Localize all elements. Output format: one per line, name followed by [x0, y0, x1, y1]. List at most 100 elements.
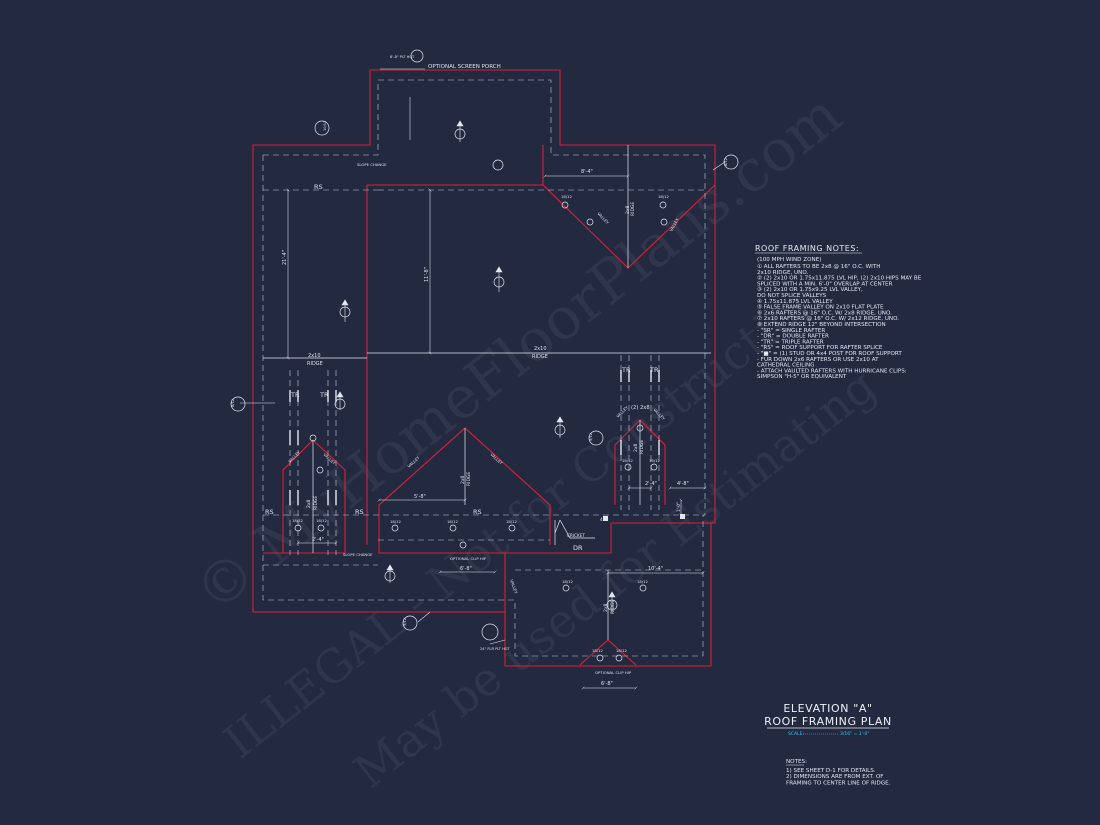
porch-label: OPTIONAL SCREEN PORCH	[428, 64, 501, 70]
callout-circle	[562, 584, 570, 592]
label-rs: RS	[314, 183, 323, 191]
pitch-tag: 18/12	[390, 519, 402, 524]
label-valley: VALLEY	[489, 452, 504, 466]
note-line: CATHEDRAL CEILING	[757, 363, 815, 369]
callout-circle	[596, 654, 604, 662]
pitch-tag: 18/12	[616, 648, 628, 653]
label-2x8: 2x8	[306, 499, 312, 508]
dimension-1-0: 1'-0"	[676, 502, 681, 512]
callout-circle	[615, 654, 623, 662]
ridge-line	[559, 519, 595, 539]
note-line: ④ 1.75x11.875 LVL VALLEY	[757, 298, 833, 305]
notes-title: NOTES:	[786, 759, 807, 765]
dimension-lines	[240, 68, 726, 688]
dimension-11-8: 11'-8"	[424, 267, 430, 282]
post-marker	[680, 514, 685, 519]
note-line: SPLICED WITH A MIN. 6'-0" OVERLAP AT CEN…	[757, 281, 893, 287]
slope-arrow	[495, 266, 503, 273]
scale-label: SCALE:	[788, 731, 804, 737]
callout-circle	[639, 584, 647, 592]
pitch-tag: 18/12	[658, 194, 670, 199]
pitch-tag: 8/12	[724, 158, 728, 166]
note-line: ⑤ FALSE FRAME VALLEY ON 2x10 FLAT PLATE	[757, 304, 884, 311]
note-line: DO NOT SPLICE VALLEYS	[757, 293, 827, 299]
note-line: ⑦ 2x10 RAFTERS @ 16" O.C. W/ 2x12 RIDGE,…	[757, 315, 899, 322]
cricket-label: CRICKET	[567, 533, 585, 538]
post-marker	[603, 516, 608, 521]
note-line: FRAMING TO CENTER LINE OF RIDGE.	[786, 780, 891, 786]
note-line: ③ (2) 2x10 OR 1.75x9.25 LVL VALLEY,	[757, 286, 863, 293]
slope-arrow	[556, 416, 564, 423]
dimension-4-8: 4'-8"	[677, 481, 689, 487]
general-notes: NOTES: 1) SEE SHEET D-1 FOR DETAILS.2) D…	[786, 759, 891, 786]
label-2x10: 2x10	[534, 346, 547, 352]
callout-circle	[402, 615, 418, 631]
callout-circle	[481, 623, 499, 641]
note-line: 2x10 RIDGE, UNO.	[757, 270, 808, 276]
label-valley: VALLEY	[287, 449, 301, 463]
note-line: - "TR" = TRIPLE RAFTER	[757, 339, 824, 345]
callout-circle	[492, 159, 504, 171]
slope-arrow	[386, 564, 394, 571]
callout-circle	[650, 463, 658, 471]
label-ridge: RIDGE	[313, 496, 319, 510]
dimension-21-4: 21'-4"	[282, 250, 288, 265]
roof-notes-subtitle: (100 MPH WIND ZONE)	[757, 257, 821, 263]
callout-circle	[410, 49, 424, 63]
label-ridge: RIDGE	[466, 472, 472, 486]
note-line: ① ALL RAFTERS TO BE 2x8 @ 16" O.C. WITH	[757, 263, 880, 270]
note-line: - "RS" = ROOF SUPPORT FOR RAFTER SPLICE	[757, 345, 883, 351]
red-notch-left	[378, 545, 506, 612]
note-line: - FUR DOWN 2x6 RAFTERS OR USE 2x10 AT	[757, 357, 879, 363]
title-block: ELEVATION "A" ROOF FRAMING PLAN SCALE: 3…	[764, 702, 892, 737]
optional-clip-hip-label: OPTIONAL CLIP HIP	[595, 670, 632, 675]
pitch-tag: 18/12	[506, 519, 518, 524]
optional-clip-hip-label: OPTIONAL CLIP HIP	[450, 556, 487, 561]
dimension-line	[417, 611, 431, 623]
pitch-tag: 18/12	[447, 519, 459, 524]
callout-circle	[561, 201, 569, 209]
label-ridge: RIDGE	[630, 202, 636, 216]
label-2x8: 2x8	[625, 205, 631, 214]
label-ridge: RIDGE	[610, 600, 616, 614]
label-tr: TR	[649, 366, 659, 374]
label-valley: VALLEY	[668, 217, 680, 233]
plate-height-label: 8'-8" PLT HGT	[390, 55, 415, 59]
label-valley: VALLEY	[509, 579, 519, 595]
roof-support-posts	[603, 514, 685, 521]
label-2x8: 2x8	[603, 603, 609, 612]
callout-circle	[317, 524, 325, 532]
callout-circle	[659, 201, 667, 209]
slope-arrow	[341, 299, 349, 306]
slope-change-label: SLOPE CHANGE	[357, 162, 387, 167]
pitch-tag: 18/12	[562, 579, 574, 584]
note-line: - "SR" = SINGLE RAFTER	[757, 328, 825, 334]
dimension-2-4-left: 2'-4"	[312, 537, 324, 543]
note-line: - ATTACH VAULTED RAFTERS WITH HURRICANE …	[757, 368, 907, 374]
general-notes-list: 1) SEE SHEET D-1 FOR DETAILS.2) DIMENSIO…	[786, 768, 891, 786]
callout-circle	[660, 218, 668, 226]
red-clip-hip	[579, 639, 637, 666]
callout-circle	[636, 424, 644, 432]
pitch-tag: 18/12	[622, 458, 634, 463]
rafter-hatches	[289, 370, 660, 505]
label-tr: TR	[290, 391, 300, 399]
note-line: - "■" = (1) STUD OR 4x4 POST FOR ROOF SU…	[757, 351, 902, 357]
callout-circle	[454, 128, 466, 140]
label-rs: RS	[473, 508, 482, 516]
label-dr: DR	[573, 544, 583, 552]
callout-circle	[449, 524, 457, 532]
pitch-tag: 18/12	[561, 194, 573, 199]
callout-circle	[606, 599, 618, 611]
title-line-2: ROOF FRAMING PLAN	[764, 715, 892, 728]
callout-circle	[459, 541, 467, 549]
pitch-tag: 18/12	[637, 579, 649, 584]
callout-circle	[230, 396, 246, 412]
label-rs: RS	[355, 508, 364, 516]
red-porch-base	[367, 145, 544, 186]
callout-circle	[586, 218, 594, 226]
dimension-5-8: 5'-8"	[414, 494, 426, 500]
callout-circle	[391, 524, 399, 532]
ridge-line	[554, 519, 561, 534]
